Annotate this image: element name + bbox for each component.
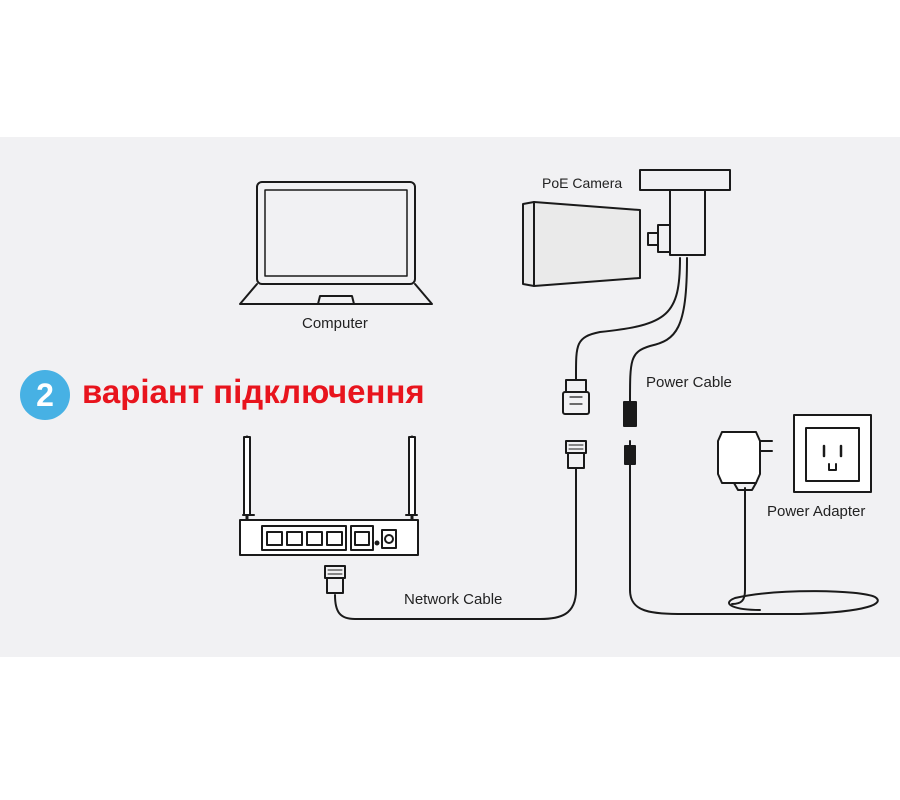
dc-connector-male-icon: [624, 440, 636, 465]
network-cable: [334, 467, 577, 620]
rj45-female-connector-icon: [562, 379, 590, 415]
poe-camera-label: PoE Camera: [542, 175, 623, 191]
router-rj45-plug-icon: [324, 565, 346, 594]
connection-variant-title: варіант підключення: [82, 373, 425, 410]
laptop-icon: [239, 181, 433, 305]
power-cable-label: Power Cable: [646, 374, 732, 391]
rj45-plug-icon: [565, 440, 587, 469]
wall-outlet-icon: [793, 414, 872, 493]
dc-connector-female-icon: [623, 401, 637, 427]
diagram-panel: [0, 137, 900, 657]
power-cable: [629, 463, 879, 615]
computer-label: Computer: [302, 315, 368, 332]
power-adapter-label: Power Adapter: [767, 503, 866, 520]
network-cable-label: Network Cable: [404, 591, 503, 608]
camera-icon: [522, 169, 731, 287]
power-adapter-icon: [717, 431, 773, 491]
router-icon: [239, 435, 419, 556]
step-number-badge: 2: [20, 370, 70, 420]
camera-network-cable: [574, 257, 681, 381]
camera-power-cable: [629, 257, 688, 403]
